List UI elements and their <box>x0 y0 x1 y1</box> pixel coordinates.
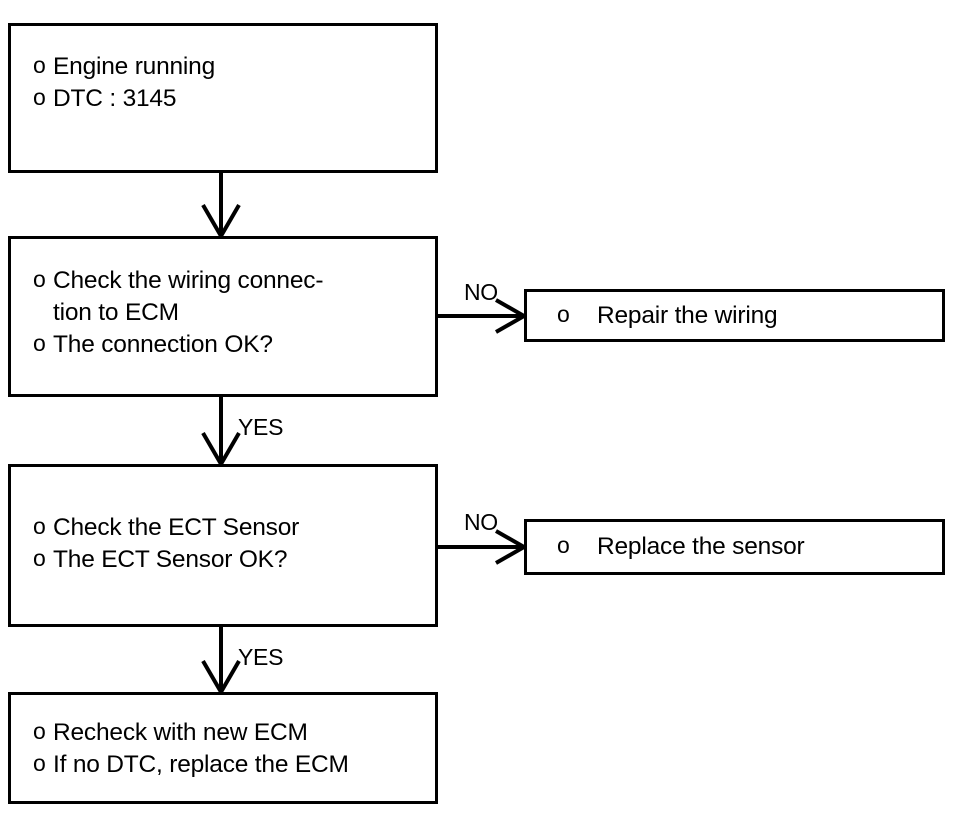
bullet-icon: o <box>33 513 46 539</box>
bullet-icon: o <box>557 300 570 327</box>
list-item: o Replace the sensor <box>527 531 942 563</box>
list-item-label: The ECT Sensor OK? <box>53 545 288 573</box>
list-item-label: Check the ECT Sensor <box>53 514 300 541</box>
bullet-icon: o <box>33 52 46 78</box>
node-replace-sensor[interactable]: o Replace the sensor <box>524 519 945 575</box>
bullet-icon: o <box>33 544 46 571</box>
bullet-icon: o <box>33 266 46 292</box>
list-item: o Recheck with new ECM <box>11 717 435 749</box>
bullet-list: o Replace the sensor <box>527 531 942 563</box>
list-item-label: Repair the wiring <box>597 301 778 329</box>
list-item-label: DTC : 3145 <box>53 84 177 112</box>
node-sensor-check[interactable]: o Check the ECT Sensor o The ECT Sensor … <box>8 464 438 627</box>
bullet-list: o Check the wiring connec- tion to ECM o… <box>11 265 435 361</box>
node-wiring-check[interactable]: o Check the wiring connec- tion to ECM o… <box>8 236 438 397</box>
edge-label-wiring-yes: YES <box>238 414 284 440</box>
list-item-label: Replace the sensor <box>597 533 805 561</box>
bullet-icon: o <box>33 83 46 110</box>
list-item: o If no DTC, replace the ECM <box>11 749 435 781</box>
node-ecm-recheck[interactable]: o Recheck with new ECM o If no DTC, repl… <box>8 692 438 804</box>
list-item-label: The connection OK? <box>53 330 273 358</box>
list-item: o The ECT Sensor OK? <box>11 544 435 576</box>
list-item-label: Check the wiring connec- tion to ECM <box>53 267 324 326</box>
bullet-list: o Recheck with new ECM o If no DTC, repl… <box>11 717 435 781</box>
list-item: o Check the wiring connec- tion to ECM <box>11 265 435 329</box>
edge-label-sensor-yes: YES <box>238 644 284 670</box>
node-repair-wiring[interactable]: o Repair the wiring <box>524 289 945 342</box>
list-item-label: Recheck with new ECM <box>53 719 308 746</box>
edge-label-sensor-no: NO <box>464 509 498 535</box>
list-item: o Repair the wiring <box>527 300 942 332</box>
edge-label-wiring-no: NO <box>464 279 498 305</box>
bullet-icon: o <box>33 749 46 776</box>
bullet-list: o Repair the wiring <box>527 300 942 332</box>
bullet-list: o Check the ECT Sensor o The ECT Sensor … <box>11 512 435 576</box>
bullet-icon: o <box>557 532 570 559</box>
list-item: o Check the ECT Sensor <box>11 512 435 544</box>
bullet-icon: o <box>33 329 46 356</box>
list-item: o DTC : 3145 <box>11 83 435 115</box>
list-item: o Engine running <box>11 51 435 83</box>
list-item: o The connection OK? <box>11 329 435 361</box>
node-engine-running[interactable]: o Engine running o DTC : 3145 <box>8 23 438 173</box>
bullet-list: o Engine running o DTC : 3145 <box>11 51 435 115</box>
list-item-label: If no DTC, replace the ECM <box>53 750 349 778</box>
list-item-label: Engine running <box>53 53 216 80</box>
bullet-icon: o <box>33 718 46 744</box>
